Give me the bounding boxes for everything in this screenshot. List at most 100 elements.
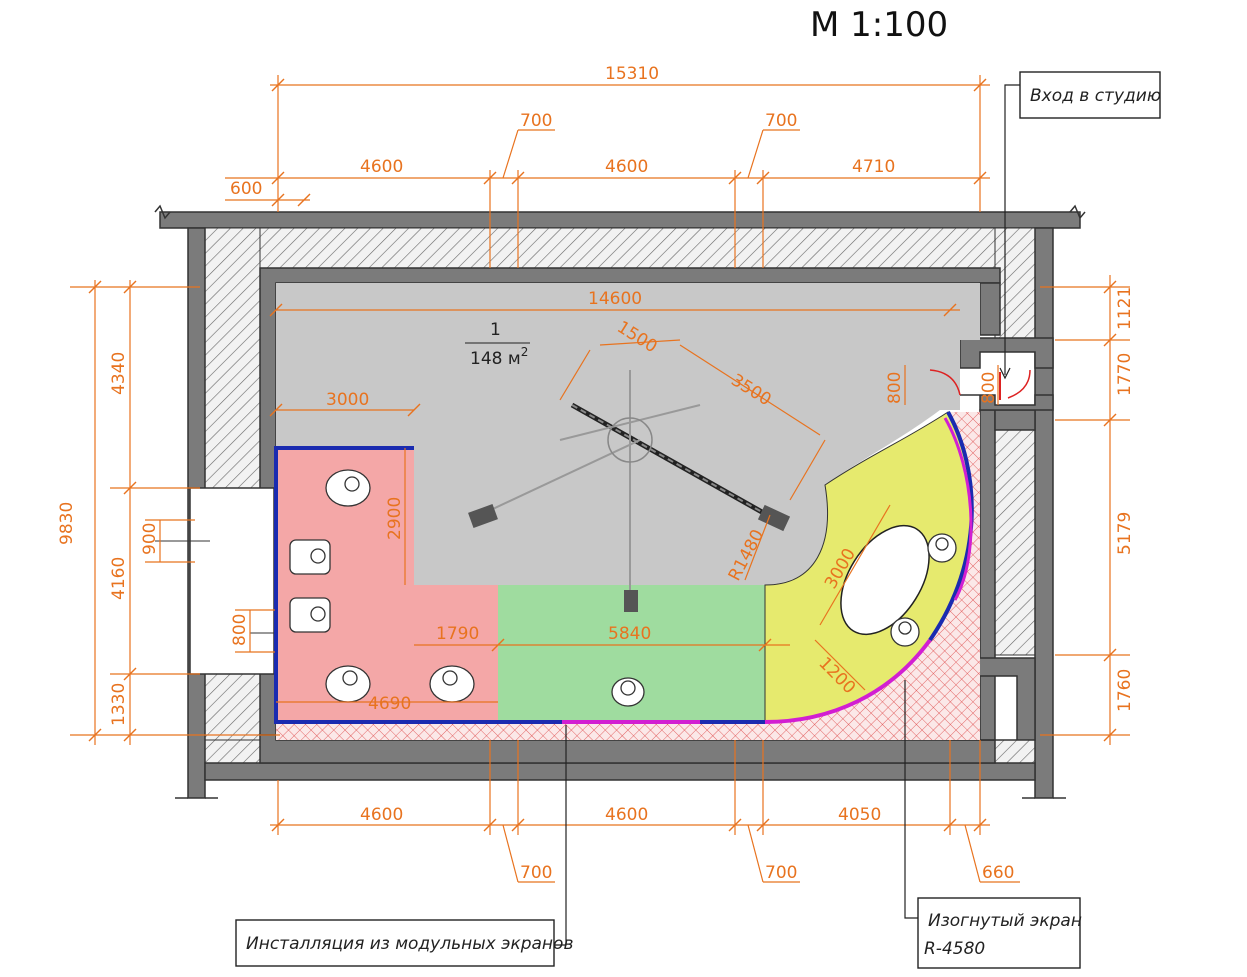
person-icon (325, 665, 371, 703)
tick (973, 78, 987, 92)
dim-text: 4160 (109, 557, 129, 600)
dim-line-3500 (679, 344, 821, 436)
person-icon (289, 539, 331, 575)
dim-text: 1760 (1115, 669, 1135, 712)
tick (1103, 413, 1117, 427)
break-mark-tl (154, 204, 171, 220)
dim-text: 4600 (360, 805, 403, 825)
tick (271, 193, 285, 207)
person-icon (890, 617, 920, 647)
callout-box-modular (235, 919, 555, 967)
zone-red-grid (276, 412, 980, 740)
bottom-wall (204, 762, 1036, 781)
tick (491, 638, 505, 652)
dim-text: 4710 (852, 157, 895, 177)
left-window-opening (189, 487, 275, 675)
dim-ext-crane-1 (559, 349, 591, 401)
tick (1103, 648, 1117, 662)
person-icon (325, 469, 371, 507)
dim-text: 4690 (368, 694, 411, 714)
zone-red-grid-2 (950, 658, 968, 740)
dim-text: 4600 (605, 805, 648, 825)
dim-text: 4600 (605, 157, 648, 177)
callout-box-curved (917, 897, 1081, 969)
room-area-sup: 2 (521, 345, 529, 359)
crane-pivot (607, 417, 653, 463)
tick (271, 171, 285, 185)
vestibule-top (959, 337, 1054, 369)
tick (973, 171, 987, 185)
scale-label: М 1:100 (810, 5, 948, 45)
room-area-text: 148 м2 (470, 345, 528, 369)
dim-text: 1790 (436, 624, 479, 644)
leader-700b (747, 129, 764, 179)
dim-text: 660 (982, 863, 1014, 883)
dim-text: 800 (885, 372, 905, 404)
dim-line-yellow-1200 (814, 639, 866, 691)
inner-wall-right-top (979, 282, 1001, 336)
tick (973, 818, 987, 832)
dim-text: 700 (520, 111, 552, 131)
callout-leader-curved (904, 680, 918, 919)
camera-icon (468, 504, 498, 528)
tick (88, 728, 102, 742)
tick (1103, 333, 1117, 347)
camera-icon (624, 590, 638, 612)
leader-b700b (747, 824, 764, 883)
dim-text: 900 (140, 523, 160, 555)
leader-b700a (502, 824, 519, 883)
dim-text: 700 (765, 111, 797, 131)
tick (1103, 728, 1117, 742)
dim-text: 9830 (57, 502, 77, 545)
right-hatch-top (994, 227, 1036, 339)
leader-b660 (964, 824, 981, 883)
tick (483, 818, 497, 832)
tick (123, 728, 137, 742)
right-wall (1034, 227, 1054, 799)
crane-arm-truss (571, 404, 786, 526)
dim-text: 800 (979, 372, 999, 404)
dim-text: 800 (230, 614, 250, 646)
dim-text: 4600 (360, 157, 403, 177)
tick (123, 667, 137, 681)
top-hatch (204, 227, 1036, 269)
dim-text: 3000 (326, 390, 369, 410)
callout-entrance-text: Вход в студию (1030, 86, 1161, 106)
camera-icon (757, 504, 791, 532)
crane-ghost-3 (479, 439, 641, 516)
callout-modular: Инсталляция из модульных экранов (235, 725, 573, 967)
tick (297, 193, 311, 207)
top-wall (159, 211, 1081, 229)
tick (511, 171, 525, 185)
person-icon (611, 677, 645, 707)
dim-text: 15310 (605, 64, 659, 84)
curved-screen-magenta-2 (943, 417, 973, 601)
vestibule-bottom (960, 394, 1054, 411)
callout-entrance: Вход в студию (999, 71, 1161, 380)
callout-curved-text-1: Изогнутый экран (928, 911, 1082, 931)
dim-text: 5840 (608, 624, 651, 644)
dim-text: 1770 (1115, 353, 1135, 396)
person-icon (289, 597, 331, 633)
screens (274, 411, 974, 724)
round-table (840, 524, 930, 636)
camera-crane (468, 370, 791, 612)
tick (483, 171, 497, 185)
dim-text: 5179 (1115, 512, 1135, 555)
tick (123, 481, 137, 495)
right-hatch-mid (994, 429, 1036, 656)
tick (88, 280, 102, 294)
tick (943, 303, 957, 317)
dim-text: 4050 (838, 805, 881, 825)
arrow-icon (999, 367, 1011, 380)
dim-line-r1480 (744, 514, 771, 581)
dim-text: 14600 (588, 289, 642, 309)
walls (154, 204, 1086, 799)
tick (756, 171, 770, 185)
modular-screen-line (274, 446, 765, 724)
tick (756, 818, 770, 832)
tick (271, 78, 285, 92)
callout-leader-entrance (1004, 84, 1020, 375)
right-partition (994, 409, 1036, 431)
